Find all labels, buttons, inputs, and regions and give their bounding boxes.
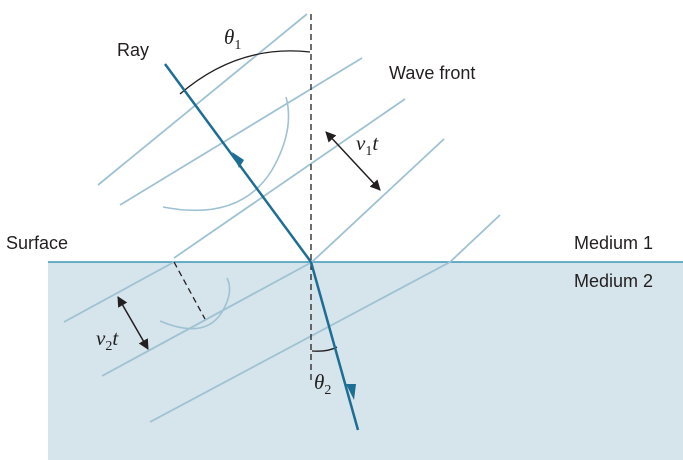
medium-2-label: Medium 2 <box>574 271 653 291</box>
theta1-label: θ1 <box>224 25 241 53</box>
incident-ray-arrowhead <box>232 152 244 168</box>
wave-front-line <box>173 98 406 259</box>
medium-2-region <box>48 262 683 460</box>
v1t-label: v1t <box>356 131 379 159</box>
v2t-label: v2t <box>96 326 119 354</box>
wave-fronts-medium-1 <box>97 13 501 263</box>
wave-front-line <box>119 57 363 206</box>
wave-front-line <box>149 261 451 423</box>
theta1-arc <box>179 50 311 95</box>
v1t-arrow <box>325 131 381 191</box>
medium-2-perpendicular <box>173 261 206 320</box>
wave-front-label: Wave front <box>389 63 475 83</box>
wavelet-arc-upper <box>162 96 290 212</box>
surface-label: Surface <box>6 233 68 253</box>
wavelet-arc-lower <box>159 277 231 330</box>
wave-fronts-medium-2 <box>63 261 451 423</box>
wave-front-line <box>63 261 175 323</box>
wave-front-line <box>449 214 501 263</box>
medium-1-label: Medium 1 <box>574 233 653 253</box>
wave-front-line <box>311 138 445 263</box>
refracted-ray <box>309 261 360 431</box>
wave-front-line <box>101 261 313 377</box>
v2t-arrow <box>117 296 149 350</box>
theta2-label: θ2 <box>314 370 331 398</box>
ray-label: Ray <box>117 40 149 60</box>
wave-front-line <box>97 13 308 186</box>
refracted-ray-arrowhead <box>346 384 356 400</box>
